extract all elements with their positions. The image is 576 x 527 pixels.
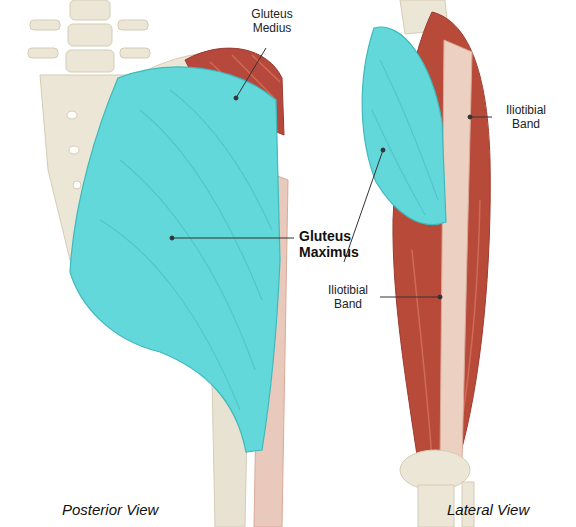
muscle-fibres <box>372 60 438 215</box>
band-label: Iliotibial Band <box>496 104 556 132</box>
view-caption: Lateral View <box>447 501 529 518</box>
band-label: Iliotibial Band <box>318 284 378 312</box>
leader-lines <box>170 48 492 299</box>
muscle-label: Gluteus Medius <box>244 8 300 36</box>
muscle-label: Gluteus Maximus <box>299 228 369 260</box>
muscle-fibres <box>100 90 272 410</box>
gluteus-maximus-muscle <box>362 27 446 225</box>
view-caption: Posterior View <box>62 501 158 518</box>
iliotibial-band <box>440 40 472 462</box>
gluteus-maximus-muscle <box>70 67 280 452</box>
